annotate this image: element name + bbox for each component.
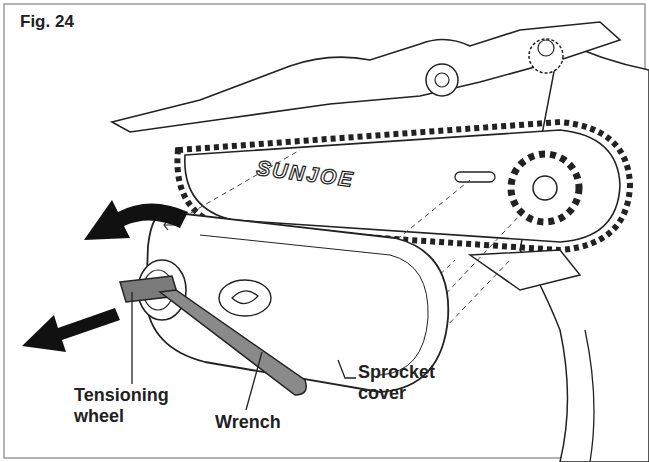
- oil-cap: [538, 40, 554, 56]
- pivot-boss: [426, 64, 458, 96]
- bar-stud: [455, 172, 495, 182]
- lower-guard: [470, 250, 580, 290]
- cover-ridge: [200, 235, 428, 375]
- part-label: Wrench: [215, 412, 281, 433]
- sprocket-hub: [533, 176, 557, 200]
- cover-logo: [219, 280, 271, 316]
- figure-title: Fig. 24: [20, 12, 74, 32]
- wrench-handle: [160, 290, 306, 395]
- pivot-hole: [435, 73, 449, 87]
- pull-arrow: [22, 308, 120, 352]
- rotate-arrow: [84, 200, 188, 240]
- oil-knob: [529, 39, 563, 73]
- part-label: Tensioning wheel: [74, 385, 184, 426]
- figure-frame: [4, 4, 645, 458]
- part-label: Sprocket cover: [358, 362, 450, 403]
- drive-sprocket: [511, 154, 579, 222]
- top-guard: [112, 22, 620, 132]
- logo-mark: [232, 291, 258, 304]
- handle-grip: [585, 330, 594, 462]
